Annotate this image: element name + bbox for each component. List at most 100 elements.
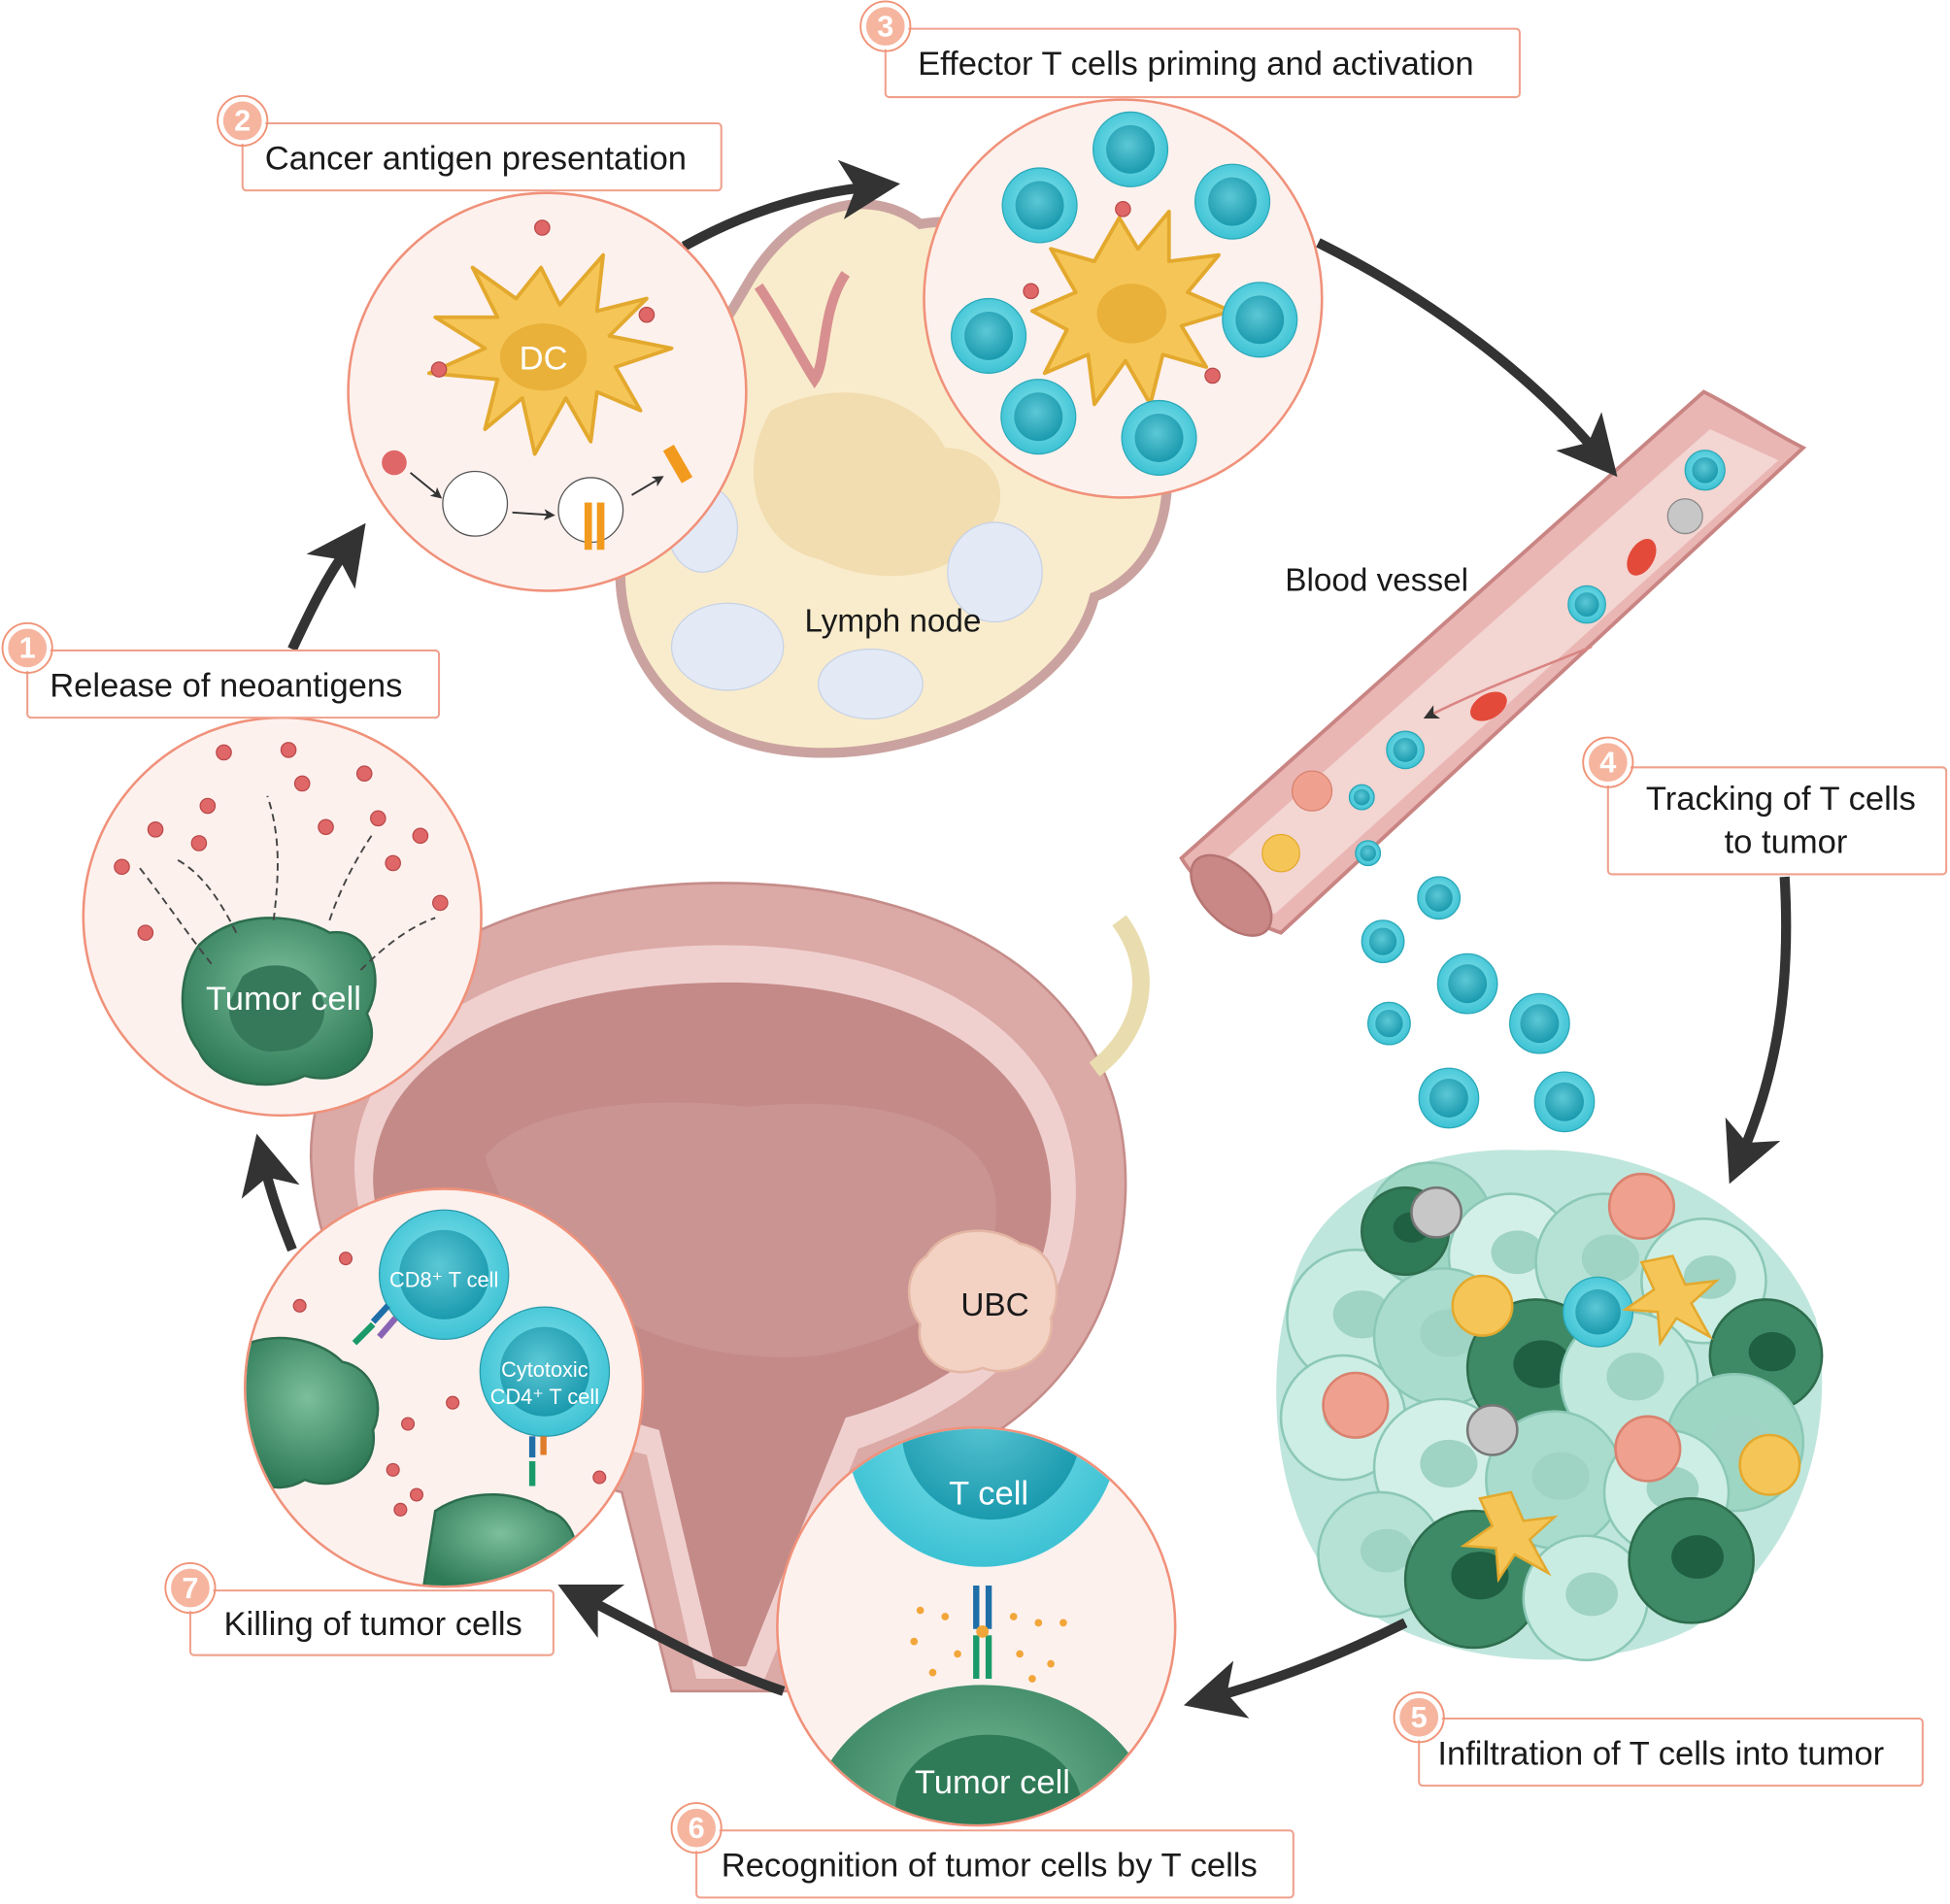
macrophage [1410,1186,1462,1239]
t-cell [1386,730,1425,770]
t-cell-nucleus [1014,392,1063,442]
t-cell [1567,585,1606,624]
dendritic-cell [1622,1254,1721,1348]
antigen-dot [338,1252,353,1266]
tumor-cell-label-1: Tumor cell [206,981,361,1018]
arrow-6-to-7 [557,1585,786,1696]
antigen-dot [385,854,401,872]
t-cell-nucleus [1425,884,1453,912]
t-cell [1093,111,1169,187]
t-cell [1000,379,1077,455]
neutrophil [1738,1433,1801,1496]
t-cell [1194,163,1271,240]
cd4-t-cell-label: CD4⁺ T cell [490,1385,599,1409]
t-cell-nucleus [1375,1009,1403,1038]
step-5-text: Infiltration of T cells into tumor [1437,1735,1884,1772]
ubc-label: UBC [960,1287,1028,1323]
tumor-cell-nucleus [1565,1572,1619,1617]
step-6-text: Recognition of tumor cells by T cells [722,1848,1258,1885]
step-2-label: Cancer antigen presentation 2 [217,94,723,192]
antigen-dot [318,818,334,836]
tumor-cell-nucleus [1513,1340,1571,1388]
migrating-t-cells [1361,876,1596,1133]
t-cell-nucleus [1429,1078,1468,1118]
t-cell-nucleus [1393,737,1418,762]
antigen-dot [393,1502,408,1517]
t-cell-nucleus [1545,1082,1584,1121]
lymph-node-label: Lymph node [805,604,982,640]
t-cell-nucleus [964,311,1014,360]
tumor-cell-nucleus [1531,1452,1590,1500]
ubc-tumor: UBC [907,1229,1059,1374]
t-cell-nucleus [1520,1004,1560,1044]
fibroblast-cell [1322,1371,1390,1439]
step-3-label: Effector T cells priming and activation … [859,0,1521,99]
step-7-number: 7 [182,1571,198,1605]
arrow-5-to-6 [1183,1618,1408,1719]
t-cell-activation-circle [923,98,1324,499]
t-cell [1348,784,1375,811]
antigen-dot [592,1470,607,1485]
t-cell-nucleus [1448,964,1488,1004]
antigen-dot [412,827,429,845]
cytokine-dot [1047,1659,1055,1668]
antigen-dot [199,797,217,815]
antigen-dot [400,1417,416,1431]
cytokine-dot [910,1637,919,1646]
t-cell [1222,282,1298,358]
step-4-text-line2: to tumor [1725,824,1848,861]
step-5-number: 5 [1411,1700,1428,1734]
cytokine-dot [954,1650,961,1658]
antigen-dot [293,775,311,792]
t-cell [951,297,1027,375]
antigen-dot [190,835,208,852]
t-cell-nucleus [1368,927,1397,955]
t-cell-nucleus [1235,295,1285,345]
cytokine-dot [1028,1675,1036,1683]
t-cell-nucleus [1692,456,1719,484]
antigen-dot [1023,283,1039,300]
antigen-dot [114,858,130,876]
antigen-dot [409,1487,424,1502]
cytokine-dot [928,1668,937,1677]
t-cell-nucleus [1208,177,1258,226]
antigen-presentation-circle: DC [347,191,748,592]
cytokine-dot [1016,1650,1024,1658]
antigen-dot [534,219,551,236]
t-cell-nucleus [1106,124,1156,174]
arrow-2-to-3 [681,159,901,251]
arrow-7-to-1 [241,1133,300,1253]
tumor-cell-nucleus [1671,1535,1724,1579]
antigen-dot [280,742,297,758]
step-3-text: Effector T cells priming and activation [918,46,1473,83]
cd8-t-cell-label: CD8⁺ T cell [389,1268,498,1292]
monocyte [1666,498,1703,535]
t-cell [1361,919,1405,964]
t-cell [1121,399,1197,477]
tumor-killing-circle: CD8⁺ T cell Cytotoxic CD4⁺ T cell [243,1187,645,1588]
tumor-cell-nucleus [1748,1332,1797,1372]
antigen-dot [386,1462,400,1477]
t-cell [1355,840,1382,867]
recognition-circle: T cell Tumor cell [776,1426,1177,1827]
neutrophil [1451,1274,1514,1337]
t-cell [1367,1001,1411,1046]
neoantigen-release-circle: Tumor cell [82,716,483,1118]
tumor-cell-nucleus [1451,1552,1509,1600]
t-cell [1533,1071,1596,1133]
step-5-label: Infiltration of T cells into tumor 5 [1393,1691,1924,1787]
t-cell-nucleus [1360,845,1376,862]
step-1-label: Release of neoantigens 1 [1,621,441,719]
t-cell-nucleus [1134,413,1184,462]
t-cell [1001,167,1078,244]
t-cell [1417,876,1462,920]
arrow-1-to-2 [287,522,366,651]
red-blood-cell [1470,691,1507,721]
step-4-text-line1: Tracking of T cells [1646,781,1916,818]
fibroblast-cell [1614,1415,1682,1483]
t-cell-nucleus [1574,592,1599,618]
t-cell [1563,1276,1634,1348]
tumor-cell-label-2: Tumor cell [915,1764,1070,1801]
fibroblast-cell [1607,1172,1675,1240]
